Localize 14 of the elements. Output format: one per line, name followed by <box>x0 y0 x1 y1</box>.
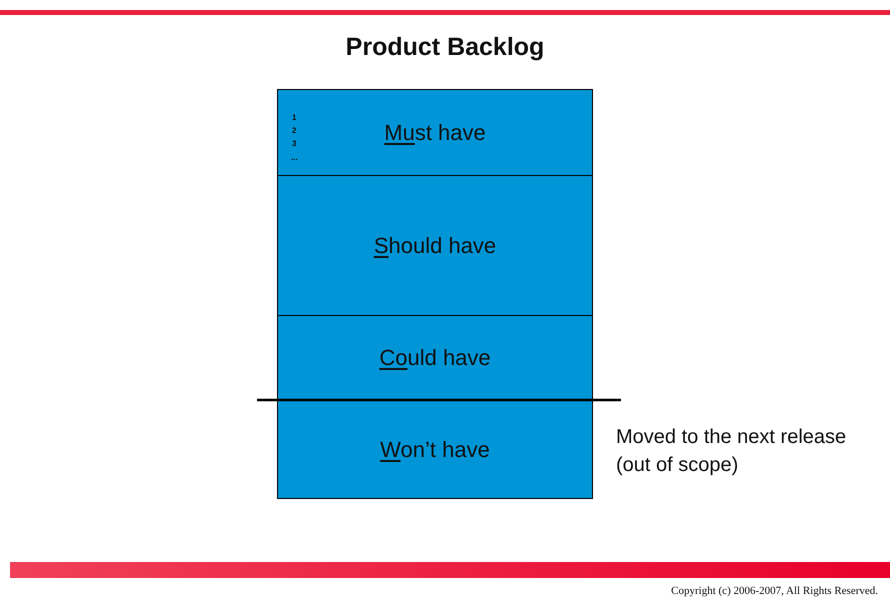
priority-label: Won’t have <box>380 436 490 462</box>
rank-number: ... <box>291 153 298 163</box>
title: Product Backlog <box>344 33 546 62</box>
priority-label: Must have <box>384 120 486 146</box>
rank-number: 2 <box>292 126 296 136</box>
backlog-section <box>277 89 593 176</box>
priority-label: Should have <box>374 232 496 258</box>
rank-number: 1 <box>292 113 296 123</box>
rank-number: 3 <box>292 139 296 149</box>
copyright-note: Copyright (c) 2006-2007, All Rights Reserved. <box>670 585 878 597</box>
side-note: Moved to the next release (out of scope) <box>616 425 848 478</box>
backlog-section <box>277 175 593 316</box>
priority-label: Could have <box>379 345 491 371</box>
backlog-section <box>277 315 593 401</box>
